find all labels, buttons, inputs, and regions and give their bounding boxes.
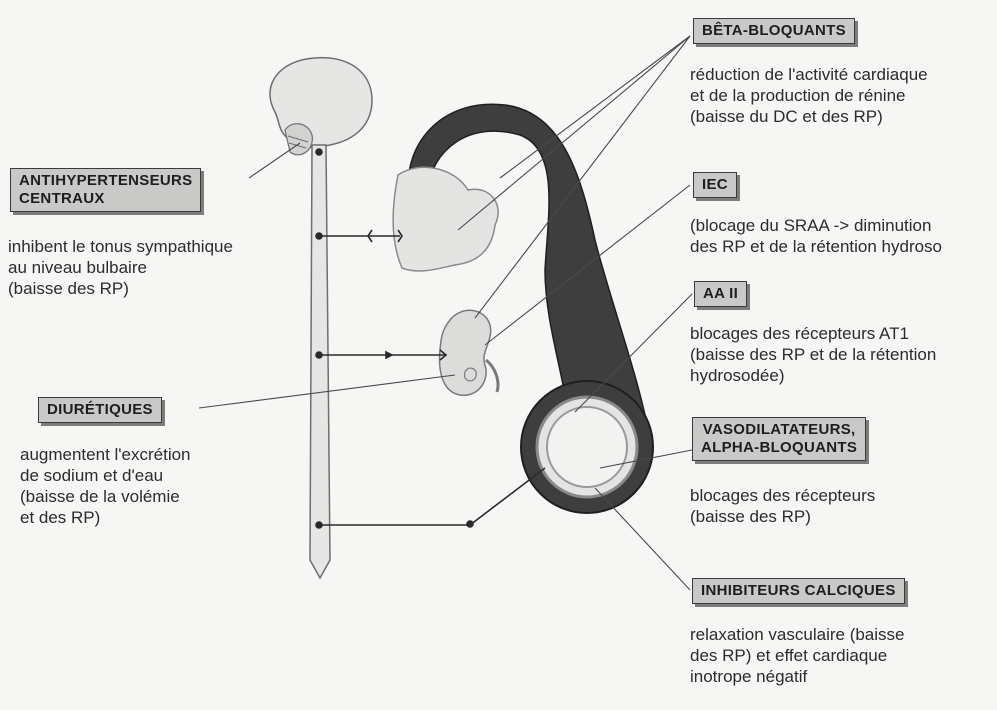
aa2-label: AA II [694, 281, 747, 307]
antihypertenseurs-centraux-label: ANTIHYPERTENSEURS CENTRAUX [10, 168, 201, 212]
spinal-cord-icon [310, 145, 330, 578]
beta-bloquants-desc: réduction de l'activité cardiaque et de … [690, 64, 928, 127]
vasodilatateurs-desc: blocages des récepteurs (baisse des RP) [690, 485, 875, 527]
diuretiques-desc: augmentent l'excrétion de sodium et d'ea… [20, 444, 191, 528]
beta-bloquants-label: BÊTA-BLOQUANTS [693, 18, 855, 44]
heart-icon [393, 167, 498, 271]
kidney-icon [440, 310, 498, 395]
iec-desc: (blocage du SRAA -> diminution des RP et… [690, 215, 942, 257]
inhibiteurs-calciques-label: INHIBITEURS CALCIQUES [692, 578, 905, 604]
brain-icon [270, 58, 372, 155]
vasodilatateurs-label: VASODILATATEURS, ALPHA-BLOQUANTS [692, 417, 866, 461]
aa2-desc: blocages des récepteurs AT1 (baisse des … [690, 323, 936, 386]
inhibiteurs-calciques-desc: relaxation vasculaire (baisse des RP) et… [690, 624, 905, 687]
antihypertenseurs-centraux-desc: inhibent le tonus sympathique au niveau … [8, 236, 233, 299]
vessel-cross-section-icon [521, 381, 653, 513]
diuretiques-label: DIURÉTIQUES [38, 397, 162, 423]
iec-label: IEC [693, 172, 737, 198]
